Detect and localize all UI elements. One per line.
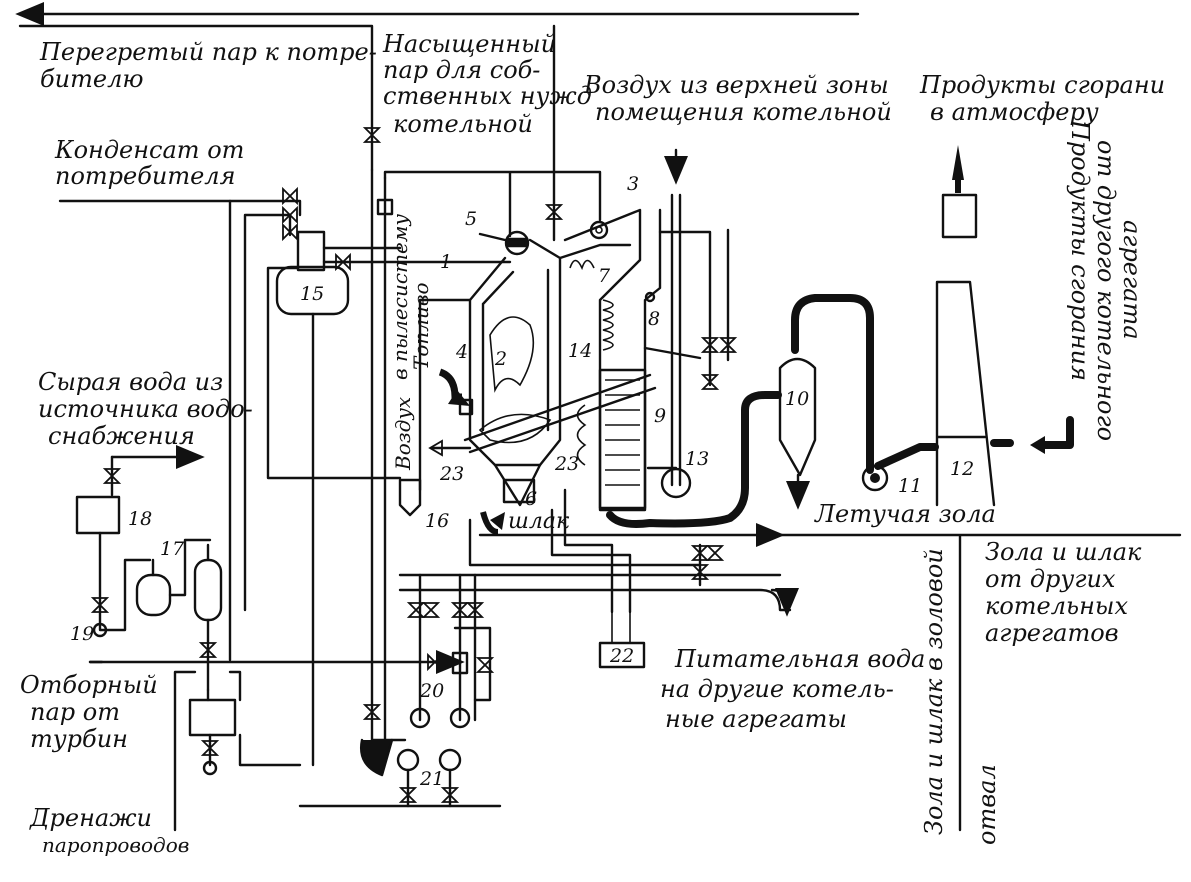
tank-22 (598, 641, 646, 669)
num-16: 16 (425, 510, 449, 532)
label-air-upper-1: Воздух из верхней зоны (583, 71, 889, 99)
label-fuel: Топливо (409, 282, 433, 370)
num-17: 17 (160, 538, 185, 560)
label-ash-other-4: агрегатов (985, 619, 1119, 647)
num-19: 19 (70, 623, 94, 645)
label-air: Воздух (391, 397, 415, 471)
drain-tank (188, 698, 237, 737)
num-20: 20 (419, 680, 444, 702)
label-superheated-steam-2: бителю (40, 65, 143, 93)
deaerator-column (296, 230, 326, 272)
ash-line (478, 533, 1182, 832)
num-12: 12 (950, 458, 974, 480)
num-23-right: 23 (554, 453, 579, 475)
num-23-left: 23 (439, 463, 464, 485)
label-feedwater-2: на другие котель- (660, 675, 894, 703)
num-8: 8 (648, 308, 660, 330)
num-7: 7 (598, 265, 611, 287)
num-4: 4 (455, 341, 468, 363)
label-extraction-2: пар от (30, 698, 120, 726)
drum (504, 230, 530, 256)
num-5: 5 (465, 208, 477, 230)
label-fly-ash: Летучая зола (814, 500, 996, 528)
ash-collector (778, 357, 817, 477)
separator-16 (398, 478, 422, 517)
label-condensate-2: потребителя (55, 162, 235, 190)
slag-bath (502, 478, 536, 504)
num-18: 18 (128, 508, 152, 530)
drain-pump (202, 760, 218, 776)
num-2: 2 (494, 348, 507, 370)
label-feedwater-3: ные агрегаты (665, 705, 847, 733)
label-air-upper-2: помещения котельной (595, 98, 892, 126)
arrow-left-icon (1030, 436, 1045, 454)
label-extraction-3: турбин (30, 725, 128, 753)
label-superheated-steam-1: Перегретый пар к потре- (39, 38, 377, 66)
flue-duct (606, 391, 782, 528)
num-1: 1 (440, 251, 452, 273)
label-flue-atm-1: Продукты сгорани (919, 71, 1165, 99)
label-raw-water-3: снабжения (48, 422, 195, 450)
label-ash-dump-2: отвал (973, 764, 1001, 845)
label-ash-other-1: Зола и шлак (985, 538, 1142, 566)
label-condensate-1: Конденсат от (54, 136, 244, 164)
num-22: 22 (609, 645, 634, 667)
label-ash-dump-1: Зола и шлак в золовой (920, 548, 948, 835)
label-saturated-4: котельной (393, 110, 533, 138)
num-6: 6 (525, 488, 537, 510)
num-13: 13 (685, 448, 709, 470)
chimney (935, 280, 996, 507)
label-raw-water-2: источника водо- (38, 395, 253, 423)
label-flue-atm-2: в атмосферу (930, 98, 1099, 126)
raw-water-heater (75, 495, 121, 535)
pump-19 (92, 622, 108, 638)
label-ash-other-3: котельных (985, 592, 1128, 620)
num-11: 11 (898, 475, 922, 497)
label-flue-other-2: от другого котельного (1092, 140, 1120, 441)
economizer (598, 368, 647, 512)
num-14: 14 (568, 340, 592, 362)
label-drains-2: паропроводов (42, 833, 189, 857)
label-flue-other-1: Продукты сгорания (1066, 119, 1094, 381)
pump (409, 707, 431, 729)
saturated-steam-line (18, 24, 374, 172)
furnace (468, 238, 562, 467)
label-feedwater-1: Питательная вода (674, 645, 925, 673)
label-extraction-1: Отборный (20, 671, 158, 699)
label-flue-other: Продукты сгорания от другого котельного … (1066, 119, 1146, 441)
pump (449, 707, 471, 729)
label-raw-water-1: Сырая вода из (38, 368, 223, 396)
label-saturated-1: Насыщенный (382, 30, 556, 58)
num-10: 10 (785, 388, 809, 410)
label-flue-other-3: агрегата (1118, 220, 1146, 340)
label-slag: шлак (508, 509, 570, 534)
label-ash-other-2: от других (985, 565, 1116, 593)
num-3: 3 (627, 173, 639, 195)
label-to-dust-system: в пылесистему (388, 214, 412, 380)
num-9: 9 (654, 405, 666, 427)
stack-top (941, 193, 978, 239)
condensate-line (58, 199, 302, 217)
label-saturated-2: пар для соб- (383, 56, 540, 84)
label-drains-1: Дренажи (29, 804, 152, 832)
num-15: 15 (300, 283, 324, 305)
num-21: 21 (419, 768, 444, 790)
label-saturated-3: ственных нужд (383, 82, 592, 110)
arrow-up-icon (952, 145, 964, 193)
filter-icon (376, 198, 394, 216)
